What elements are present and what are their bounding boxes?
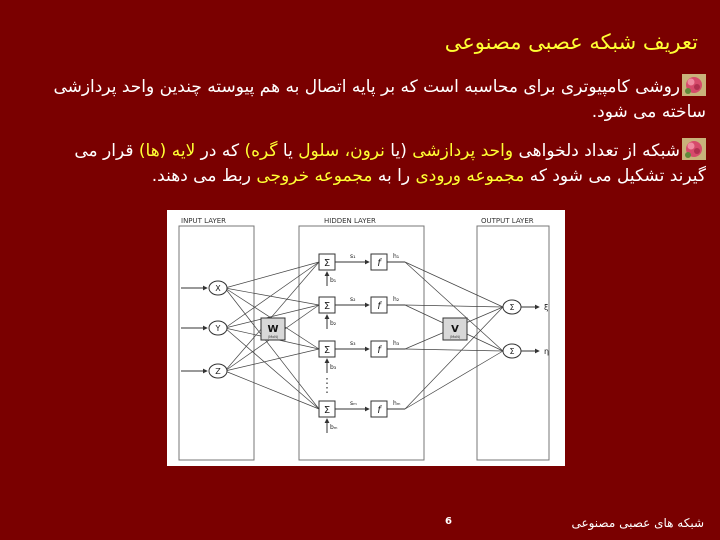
svg-text:f: f xyxy=(377,405,382,416)
neural-network-diagram: INPUT LAYER HIDDEN LAYER OUTPUT LAYER X xyxy=(167,210,565,466)
input-node: X xyxy=(208,280,228,296)
bullet-item: روشی کامپیوتری برای محاسبه است که بر پای… xyxy=(46,74,706,125)
footer-title: شبکه های عصبی مصنوعی xyxy=(571,516,704,530)
bullet-text-part: (یا xyxy=(384,141,407,161)
bullet-highlight: گره) xyxy=(244,141,278,161)
hidden-unit: Σ sₘ f hₘ bₘ xyxy=(318,400,405,433)
hidden-unit: Σ s₃ f h₃ b₃ xyxy=(318,340,405,373)
bullet-highlight: مجموعه ورودی xyxy=(415,166,525,186)
svg-text:X: X xyxy=(215,284,221,293)
slide-title: تعریف شبکه عصبی مصنوعی xyxy=(444,30,698,54)
bullet-text-part: را به xyxy=(372,166,416,186)
page-number: 6 xyxy=(445,516,452,527)
svg-text:f: f xyxy=(377,258,382,269)
input-node: Z xyxy=(208,363,228,379)
svg-text:Σ: Σ xyxy=(509,303,514,312)
output-layer-label: OUTPUT LAYER xyxy=(481,217,534,225)
input-node: Y xyxy=(208,320,228,336)
output-node: Σ η xyxy=(502,343,549,359)
hidden-unit: Σ s₁ f h₁ b₁ xyxy=(318,253,405,286)
bullet-item: شبکه از تعداد دلخواهی واحد پردازشی (یا ن… xyxy=(46,138,706,189)
bullet-text-part: ربط می دهند. xyxy=(151,166,257,186)
svg-text:Y: Y xyxy=(215,324,221,333)
bullet-text-part: که در xyxy=(195,141,245,161)
svg-text:ξ: ξ xyxy=(544,303,548,312)
weight-matrix-v: V (MxN) xyxy=(442,317,468,341)
svg-text:Σ: Σ xyxy=(324,258,330,269)
hidden-layer-frame xyxy=(298,225,425,461)
svg-text:h₁: h₁ xyxy=(393,253,400,260)
svg-text:f: f xyxy=(377,301,382,312)
bullet-highlight: مجموعه خروجی xyxy=(256,166,373,186)
hidden-layer-label: HIDDEN LAYER xyxy=(324,217,376,225)
svg-text:hₘ: hₘ xyxy=(393,400,401,407)
bullet-highlight: لایه (ها) xyxy=(138,141,196,161)
svg-text:b₂: b₂ xyxy=(330,320,337,327)
output-node: Σ ξ xyxy=(502,299,548,315)
svg-text:bₘ: bₘ xyxy=(330,424,338,431)
svg-text:b₁: b₁ xyxy=(330,277,337,284)
bullet-highlight: نرون، سلول xyxy=(298,141,385,161)
svg-text:f: f xyxy=(377,345,382,356)
flower-bullet-icon xyxy=(682,74,706,96)
bullet-highlight: واحد پردازشی xyxy=(406,141,514,161)
svg-text:Z: Z xyxy=(215,367,221,376)
svg-text:h₃: h₃ xyxy=(393,340,400,347)
svg-text:η: η xyxy=(544,347,549,356)
svg-text:Σ: Σ xyxy=(324,345,330,356)
svg-text:s₃: s₃ xyxy=(350,340,356,347)
svg-text:W: W xyxy=(267,324,278,335)
svg-text:h₂: h₂ xyxy=(393,296,400,303)
hidden-output-connections xyxy=(404,261,504,410)
bullet-text-part: یا xyxy=(277,141,299,161)
svg-text:b₃: b₃ xyxy=(330,364,337,371)
svg-text:sₘ: sₘ xyxy=(350,400,357,407)
bullet-text-part: شبکه از تعداد دلخواهی xyxy=(513,141,680,161)
svg-text:Σ: Σ xyxy=(324,301,330,312)
svg-text:V: V xyxy=(451,324,459,335)
svg-text:Σ: Σ xyxy=(324,405,330,416)
input-hidden-connections xyxy=(224,261,320,410)
input-layer-label: INPUT LAYER xyxy=(181,217,226,225)
hidden-unit: Σ s₂ f h₂ b₂ xyxy=(318,296,405,329)
output-layer-frame xyxy=(476,225,550,461)
bullet-text-part: قرار می گیرند تشکیل می شود که xyxy=(74,141,706,186)
svg-text:(MxN): (MxN) xyxy=(268,335,279,339)
flower-bullet-icon xyxy=(682,138,706,160)
svg-text:s₂: s₂ xyxy=(350,296,356,303)
input-layer-frame xyxy=(178,225,255,461)
svg-text:(MxN): (MxN) xyxy=(450,335,461,339)
bullet-text: روشی کامپیوتری برای محاسبه است که بر پای… xyxy=(53,77,706,122)
svg-text:s₁: s₁ xyxy=(350,253,356,260)
weight-matrix-w: W (MxN) xyxy=(260,317,286,341)
svg-text:Σ: Σ xyxy=(509,347,514,356)
